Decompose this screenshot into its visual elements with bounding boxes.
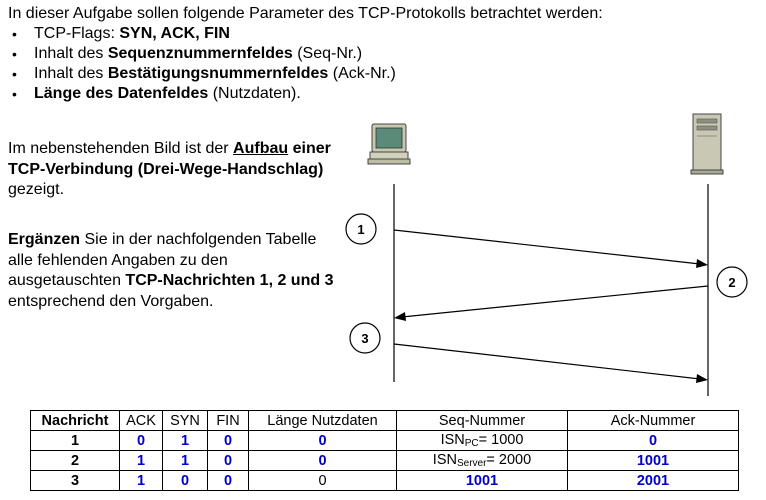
desc-bold-underlined: Aufbau (233, 140, 289, 157)
seq-subscript: PC (464, 438, 479, 449)
marker-label: 2 (728, 275, 735, 290)
parameter-list: TCP-Flags: SYN, ACK, FIN Inhalt des Sequ… (8, 24, 748, 104)
list-item-text: TCP-Flags: (34, 25, 120, 42)
marker-label: 3 (361, 331, 368, 346)
list-item-bold: Bestätigungsnummernfeldes (107, 65, 329, 82)
cell-ack-flag: 1 (119, 470, 163, 491)
seq-prefix: ISN (440, 432, 465, 448)
cell-message: 1 (30, 430, 120, 451)
cell-acknum: 0 (567, 430, 739, 451)
cell-syn-flag: 1 (162, 450, 208, 471)
task-text: entsprechend den Vorgaben. (8, 292, 214, 310)
marker-label: 1 (357, 222, 364, 237)
cell-syn-flag: 0 (162, 470, 208, 491)
cell-seq: ISNPC= 1000 (396, 430, 568, 451)
intro-heading: In dieser Aufgabe sollen folgende Parame… (8, 5, 603, 22)
header-fin: FIN (207, 410, 249, 431)
list-item-text: (Ack-Nr.) (328, 65, 396, 82)
list-item-text: Inhalt des (34, 65, 108, 82)
message-arrow-2 (394, 285, 709, 321)
cell-fin-flag: 0 (207, 470, 249, 491)
list-item: Inhalt des Sequenznummernfeldes (Seq-Nr.… (12, 44, 748, 64)
seq-value: = 1000 (478, 432, 524, 448)
header-nachricht: Nachricht (30, 410, 120, 431)
table-row: 3 1 0 0 0 1001 2001 (30, 470, 739, 491)
server-icon (690, 113, 724, 175)
desc-bold: einer TCP-Verbindung (Drei-Wege-Handschl… (8, 140, 331, 178)
marker-1: 1 (345, 213, 377, 245)
handshake-diagram: 1 2 3 (345, 113, 748, 396)
task-bold: TCP-Nachrichten 1, 2 und 3 (125, 272, 334, 289)
message-arrow-3 (393, 343, 708, 383)
marker-2: 2 (716, 266, 748, 298)
list-item-text: (Seq-Nr.) (292, 45, 363, 62)
tcp-message-table: Nachricht ACK SYN FIN Länge Nutzdaten Se… (30, 410, 739, 491)
cell-seq: ISNServer= 2000 (396, 450, 568, 471)
intro-section: In dieser Aufgabe sollen folgende Parame… (8, 4, 748, 104)
cell-length: 0 (248, 450, 397, 471)
cell-syn-flag: 1 (162, 430, 208, 451)
table-header-row: Nachricht ACK SYN FIN Länge Nutzdaten Se… (30, 410, 739, 431)
cell-message: 2 (30, 450, 120, 471)
table-row: 1 0 1 0 0 ISNPC= 1000 0 (30, 430, 739, 451)
table-row: 2 1 1 0 0 ISNServer= 2000 1001 (30, 450, 739, 471)
seq-subscript: Server (456, 458, 487, 469)
message-arrow-1 (393, 229, 708, 268)
header-length: Länge Nutzdaten (248, 410, 397, 431)
header-acknum: Ack-Nummer (567, 410, 739, 431)
list-item-bold: SYN, ACK, FIN (119, 25, 230, 42)
seq-prefix: ISN (432, 452, 457, 468)
cell-length: 0 (248, 430, 397, 451)
cell-seq: 1001 (396, 470, 568, 491)
cell-length: 0 (248, 470, 397, 491)
list-item: Inhalt des Bestätigungsnummernfeldes (Ac… (12, 64, 748, 84)
diagram-description: Im nebenstehenden Bild ist der Aufbau ei… (8, 139, 338, 201)
list-item: TCP-Flags: SYN, ACK, FIN (12, 24, 748, 44)
task-text: Sie in der nachfolgenden Tabelle alle fe… (8, 231, 317, 289)
list-item-bold: Länge des Datenfeldes (34, 85, 209, 102)
list-item-text: (Nutzdaten). (208, 85, 301, 102)
pc-icon (367, 123, 411, 165)
cell-fin-flag: 0 (207, 430, 249, 451)
cell-acknum: 2001 (567, 470, 739, 491)
cell-acknum: 1001 (567, 450, 739, 471)
cell-fin-flag: 0 (207, 450, 249, 471)
desc-text: gezeigt. (8, 181, 65, 198)
desc-text: Im nebenstehenden Bild ist der (8, 140, 234, 157)
list-item-bold: Sequenznummernfeldes (107, 45, 293, 62)
list-item: Länge des Datenfeldes (Nutzdaten). (12, 84, 748, 104)
cell-ack-flag: 1 (119, 450, 163, 471)
header-seq: Seq-Nummer (396, 410, 568, 431)
seq-value: = 2000 (486, 452, 532, 468)
task-description: Ergänzen Sie in der nachfolgenden Tabell… (8, 230, 338, 312)
list-item-text: Inhalt des (34, 45, 108, 62)
header-ack: ACK (119, 410, 163, 431)
cell-ack-flag: 0 (119, 430, 163, 451)
header-syn: SYN (162, 410, 208, 431)
marker-3: 3 (349, 322, 381, 354)
cell-message: 3 (30, 470, 120, 491)
task-bold: Ergänzen (8, 231, 81, 248)
